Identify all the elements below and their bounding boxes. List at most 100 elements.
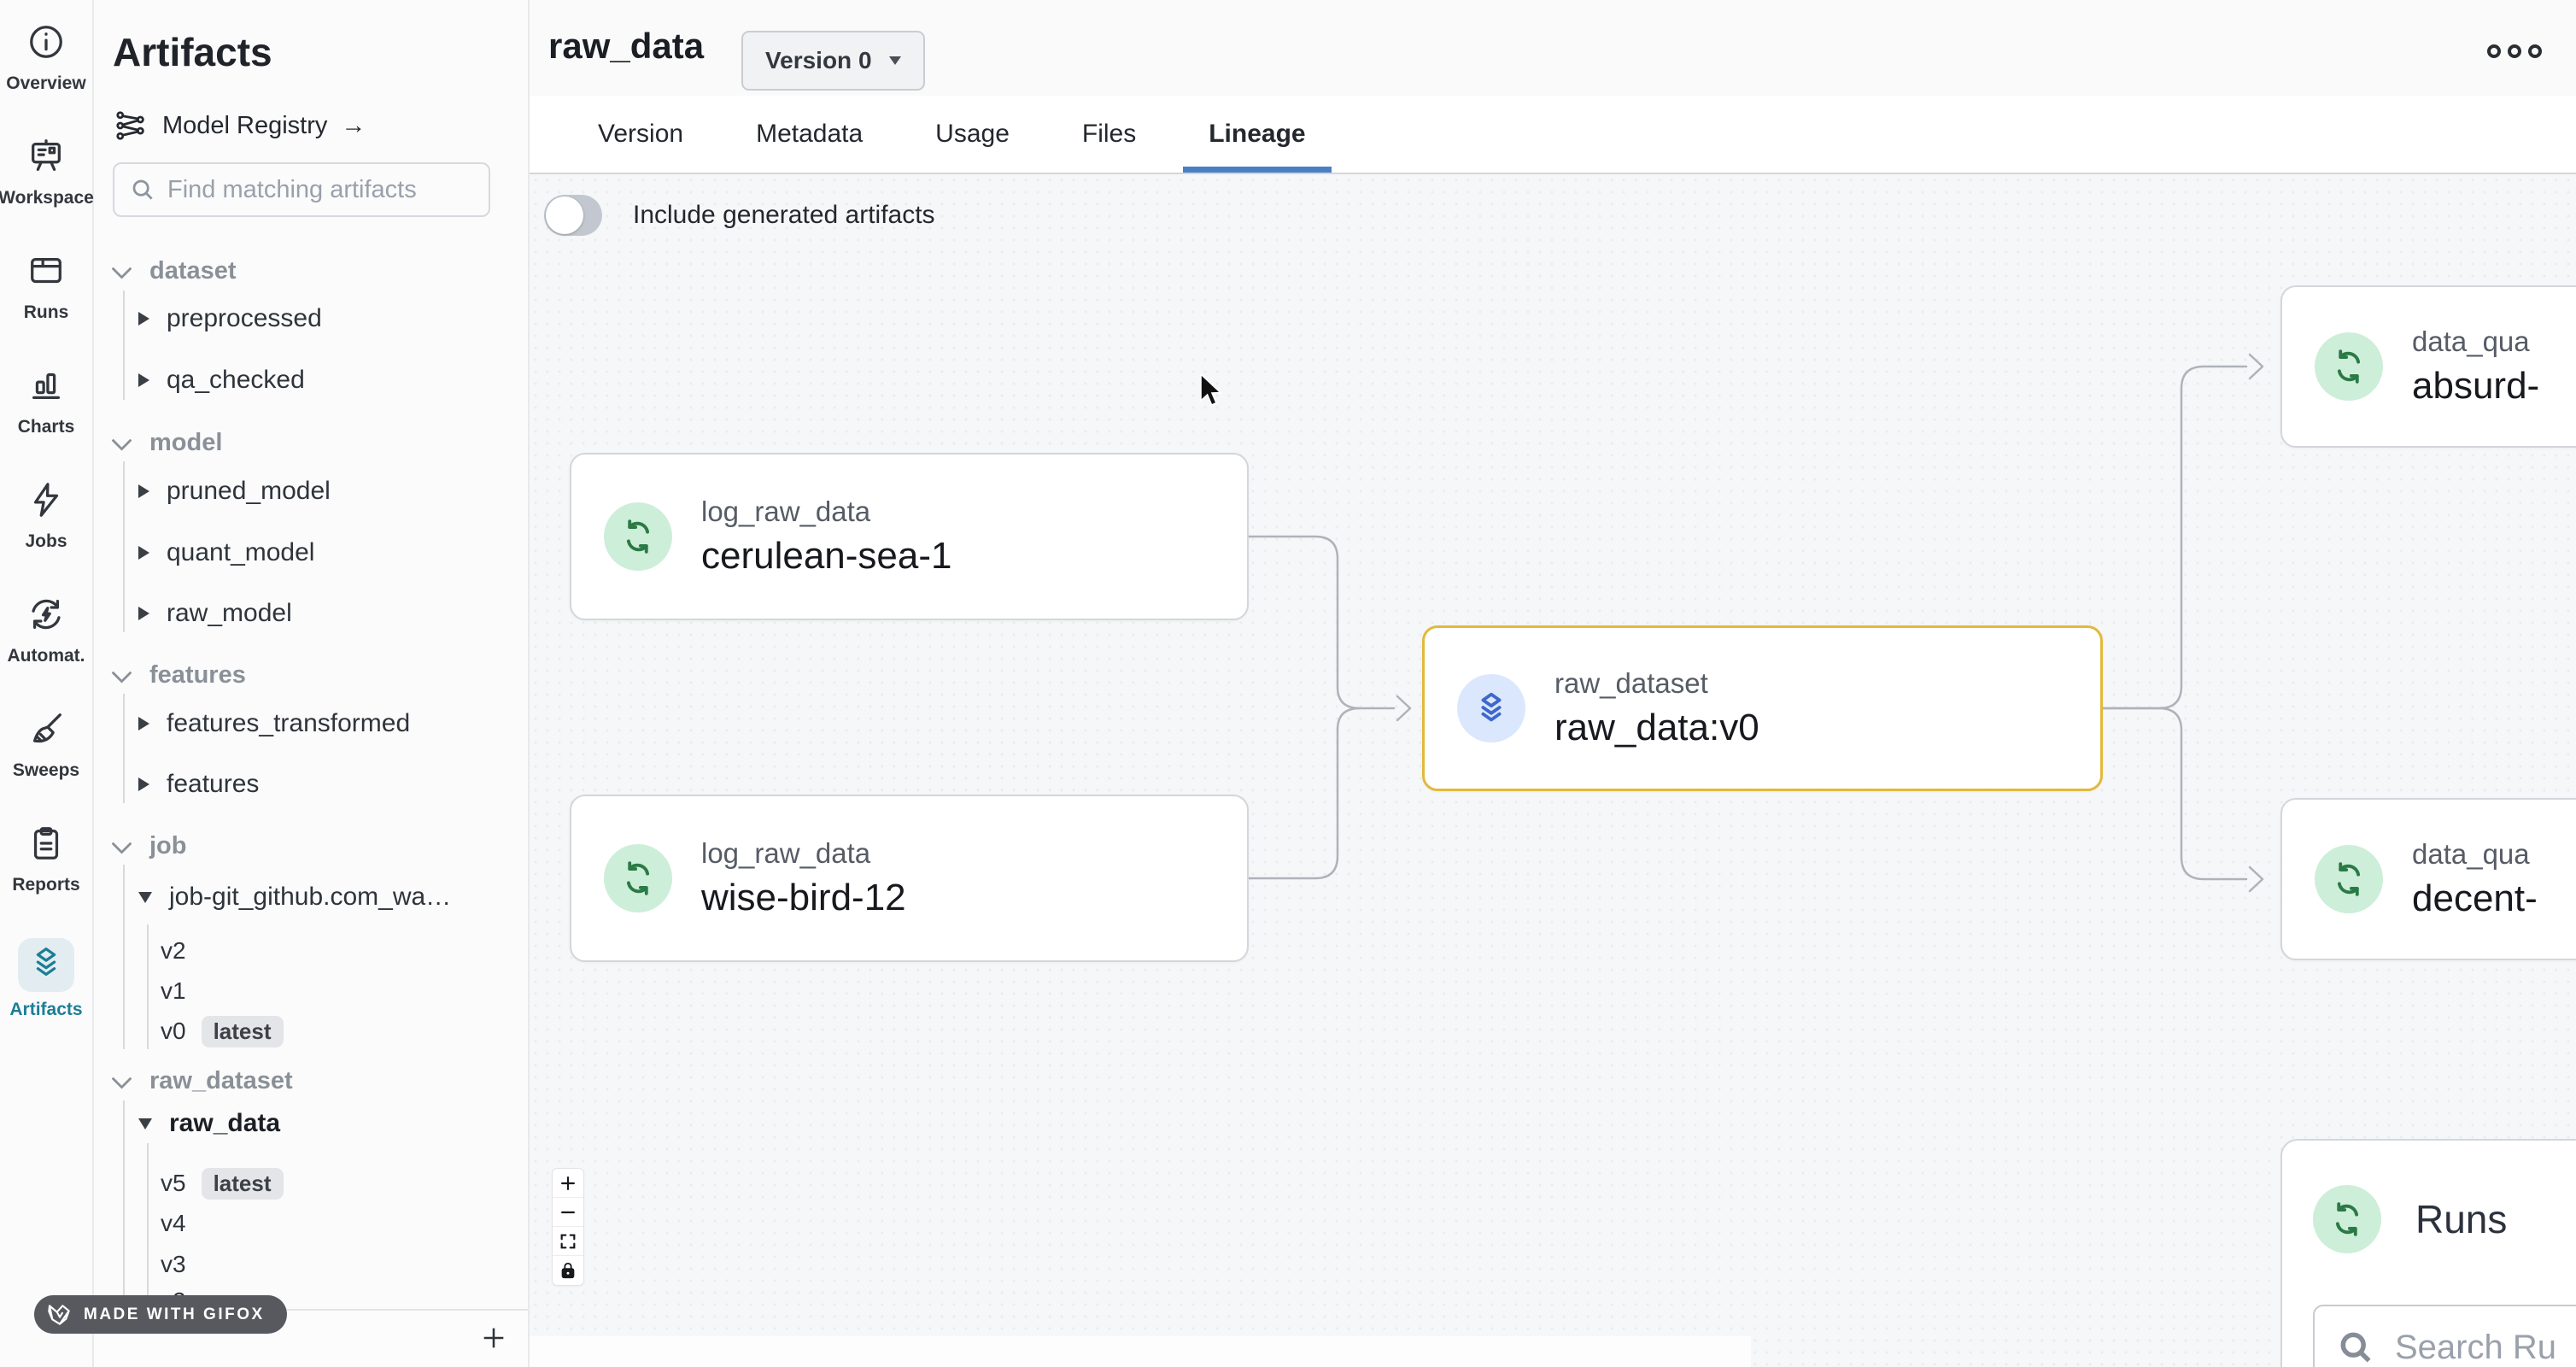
tree-group-dataset[interactable]: dataset: [111, 252, 237, 290]
artifacts-layers-icon: [17, 938, 74, 992]
latest-badge: latest: [201, 1167, 284, 1200]
triangle-right-icon: [138, 717, 149, 730]
chevron-down-icon: [111, 833, 132, 854]
tree-group-features[interactable]: features: [111, 656, 246, 694]
runs-panel-title: Runs: [2415, 1197, 2508, 1241]
tree-item-raw-model[interactable]: raw_model: [138, 595, 292, 632]
tab-metadata[interactable]: Metadata: [756, 120, 864, 148]
runs-table-icon: [26, 251, 66, 295]
tree-item-job-git[interactable]: job-git_github.com_wa…: [138, 878, 451, 916]
sidebar-item-sweeps[interactable]: Sweeps: [13, 709, 79, 781]
search-icon: [2340, 1332, 2371, 1363]
jobs-bolt-icon: [26, 480, 66, 524]
run-cycle-icon: [2315, 332, 2383, 401]
made-with-gifox-badge: MADE WITH GIFOX: [34, 1295, 287, 1334]
tree-item-preprocessed[interactable]: preprocessed: [138, 300, 322, 337]
workspace-easel-icon: [26, 137, 66, 180]
canvas-bottom-strip: [530, 1336, 1751, 1367]
triangle-right-icon: [138, 607, 149, 620]
tree-version-v2[interactable]: v2: [161, 937, 186, 964]
chevron-down-icon: [111, 258, 132, 279]
runs-search-input[interactable]: [2395, 1328, 2576, 1367]
include-generated-toggle-row: Include generated artifacts: [544, 195, 935, 236]
tree-guide: [147, 1143, 149, 1309]
tab-lineage[interactable]: Lineage: [1183, 96, 1332, 173]
tree-item-raw-data[interactable]: raw_data: [138, 1105, 280, 1142]
lock-icon: [561, 1262, 575, 1279]
artifact-tabs: Version Metadata Usage Files Lineage: [530, 96, 2576, 174]
tree-group-raw-dataset[interactable]: raw_dataset: [111, 1062, 293, 1100]
latest-badge: latest: [201, 1015, 284, 1047]
tree-item-features[interactable]: features: [138, 766, 259, 803]
sidebar-item-automations[interactable]: Automat.: [8, 595, 85, 666]
lock-button[interactable]: [553, 1256, 583, 1285]
tab-usage[interactable]: Usage: [935, 120, 1010, 148]
zoom-in-button[interactable]: [553, 1169, 583, 1198]
artifact-title: raw_data: [548, 26, 705, 66]
tree-item-qa-checked[interactable]: qa_checked: [138, 361, 305, 399]
plus-icon: [483, 1328, 504, 1348]
chevron-down-icon: [111, 430, 132, 451]
sidebar-item-workspace[interactable]: Workspace: [0, 137, 94, 208]
toggle-knob: [546, 197, 583, 234]
tree-group-model[interactable]: model: [111, 424, 222, 461]
triangle-right-icon: [138, 484, 149, 498]
tree-version-v3[interactable]: v3: [161, 1251, 186, 1277]
left-icon-rail: Overview Workspace Runs Charts Jobs: [0, 0, 94, 1367]
run-cycle-icon: [2313, 1185, 2381, 1253]
chevron-down-icon: [111, 662, 132, 684]
tree-group-job[interactable]: job: [111, 827, 187, 865]
tree-item-pruned-model[interactable]: pruned_model: [138, 472, 331, 510]
fit-view-icon: [560, 1234, 576, 1248]
run-cycle-icon: [604, 844, 672, 912]
chevron-down-icon: [888, 56, 901, 65]
sidebar-item-reports[interactable]: Reports: [12, 824, 80, 895]
fit-view-button[interactable]: [553, 1227, 583, 1256]
overflow-menu-icon[interactable]: [2487, 44, 2542, 58]
search-input[interactable]: [167, 175, 473, 204]
tree-guide: [123, 461, 125, 632]
model-registry-link[interactable]: Model Registry →: [113, 108, 366, 144]
run-cycle-icon: [2315, 845, 2383, 913]
tab-files[interactable]: Files: [1081, 120, 1137, 148]
sidebar-item-overview[interactable]: Overview: [6, 22, 86, 94]
tree-guide: [123, 865, 125, 1049]
arrow-right-icon: →: [341, 111, 366, 139]
run-cycle-icon: [604, 502, 672, 571]
triangle-right-icon: [138, 546, 149, 560]
artifact-layers-icon: [1457, 674, 1525, 742]
sweeps-broom-icon: [26, 709, 66, 753]
triangle-right-icon: [138, 373, 149, 387]
tree-item-features-transformed[interactable]: features_transformed: [138, 705, 410, 742]
tree-item-quant-model[interactable]: quant_model: [138, 534, 314, 572]
lineage-edges: [1247, 353, 2264, 893]
tree-version-v1[interactable]: v1: [161, 977, 186, 1004]
tab-version[interactable]: Version: [598, 120, 684, 148]
sidebar-item-jobs[interactable]: Jobs: [25, 480, 67, 552]
include-generated-toggle[interactable]: [544, 195, 602, 236]
sidebar-item-runs[interactable]: Runs: [24, 251, 68, 323]
model-registry-label: Model Registry: [162, 111, 328, 139]
lineage-canvas[interactable]: Include generated artifacts log_raw_data…: [530, 174, 2576, 1367]
version-dropdown[interactable]: Version 0: [741, 31, 925, 91]
sidebar-item-charts[interactable]: Charts: [18, 366, 74, 437]
minus-icon: [561, 1211, 575, 1213]
search-icon: [132, 179, 153, 200]
zoom-out-button[interactable]: [553, 1198, 583, 1227]
reports-clipboard-icon: [26, 824, 66, 867]
info-icon: [26, 22, 66, 66]
runs-panel-header: Runs: [2282, 1141, 2576, 1253]
plus-icon: [561, 1176, 575, 1190]
add-artifact-button[interactable]: [475, 1319, 512, 1357]
triangle-right-icon: [138, 312, 149, 326]
runs-panel: Runs: [2280, 1139, 2576, 1367]
tree-version-v4[interactable]: v4: [161, 1210, 186, 1236]
sidebar-item-artifacts[interactable]: Artifacts: [9, 938, 83, 1020]
